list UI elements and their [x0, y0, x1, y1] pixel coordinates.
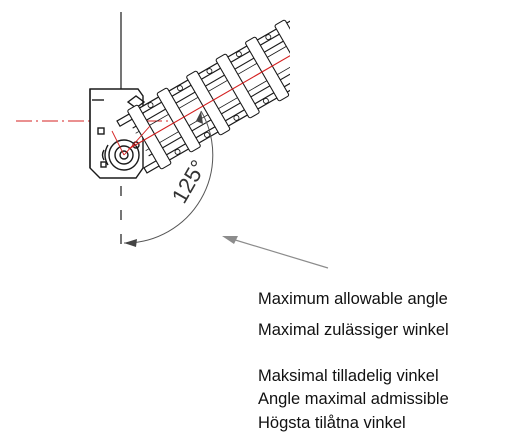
pointer-arrow-icon	[222, 236, 329, 269]
dimension-arrow-icon	[196, 111, 203, 124]
caption-danish: Maksimal tilladelig vinkel	[258, 367, 439, 385]
caption-english: Maximum allowable angle	[258, 290, 448, 308]
pivot-lines	[111, 125, 151, 156]
dimension-arrow-icon	[124, 239, 137, 247]
caption-german: Maximal zulässiger winkel	[258, 321, 449, 339]
caption-french: Angle maximal admissible	[258, 390, 449, 408]
angle-label: 125°	[167, 156, 211, 208]
cable-chain	[116, 0, 290, 174]
caption-swedish: Högsta tilåtna vinkel	[258, 414, 406, 432]
